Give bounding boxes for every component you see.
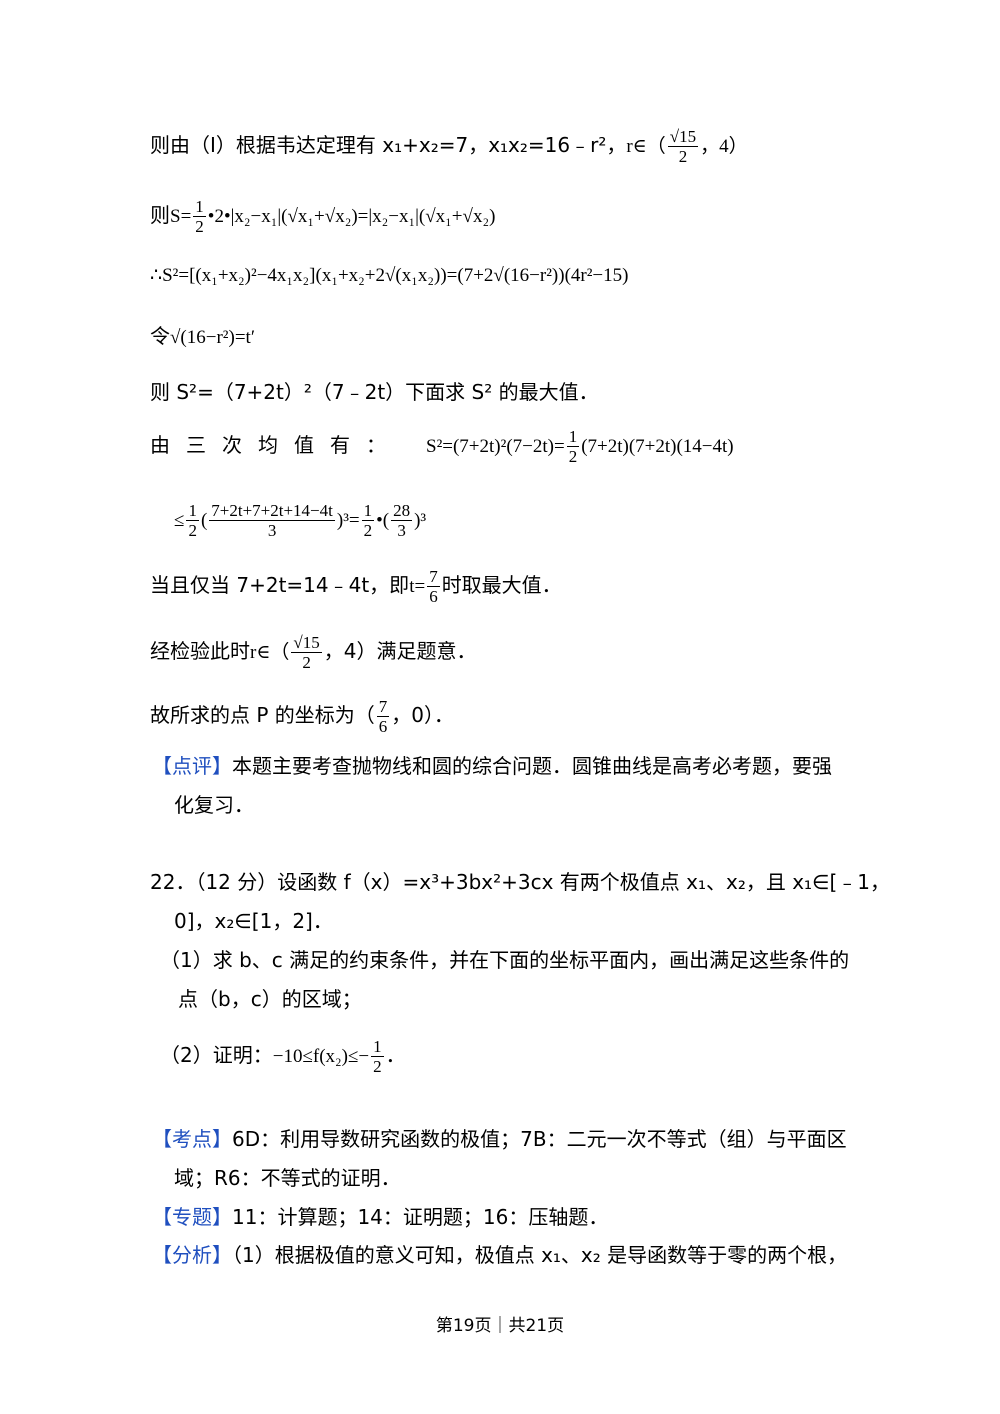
area-expression: •2•|x₂−x₁|(√x₁+√x₂)=|x₂−x₁|(√x₁+√x₂) (207, 206, 496, 227)
answer-text: 故所求的点 P 的坐标为（ (150, 703, 375, 727)
review-text: 本题主要考查抛物线和圆的综合问题．圆锥曲线是高考必考题，要强 (232, 754, 832, 778)
answer-tail: ，0）． (391, 703, 455, 727)
review-line-2: 化复习． (174, 795, 254, 815)
substitution-line: 令√(16−r²)=t′ (150, 326, 255, 347)
fraction-denominator: 3 (267, 521, 277, 540)
part-2-expression: −10≤f(x₂)≤− (272, 1046, 370, 1067)
kaodian-line-2: 域；R6：不等式的证明． (174, 1168, 401, 1188)
fraction-denominator: 2 (363, 521, 373, 540)
fraction-numerator: 7 (376, 697, 390, 717)
check-tail: ，4）满足题意． (323, 639, 477, 663)
fenxi-tag: 【分析】 (152, 1243, 232, 1267)
leq-sign: ≤ (174, 510, 185, 531)
cube-close: )³ (414, 510, 427, 531)
fraction-numerator: 1 (186, 501, 199, 521)
review-line: 【点评】本题主要考查抛物线和圆的综合问题．圆锥曲线是高考必考题，要强 (152, 756, 832, 776)
review-text-2: 化复习． (174, 793, 254, 817)
prefix-text: 令 (150, 324, 170, 348)
fraction-numerator: 1 (193, 197, 206, 217)
cube-equals: )³= (336, 510, 360, 531)
page-footer: 第19页｜共21页 (435, 1316, 565, 1336)
equality-tail: 时取最大值． (441, 573, 562, 597)
fraction-denominator: 2 (678, 147, 688, 166)
s-squared-line: ∴S²=[(x₁+x₂)²−4x₁x₂](x₁+x₂+2√(x₁x₂))=(7+… (150, 264, 628, 285)
vieta-text: 则由（I）根据韦达定理有 x₁+x₂=7，x₁x₂=16﹣r²， (150, 133, 627, 157)
fraction-denominator: 2 (302, 653, 311, 672)
fraction-denominator: 2 (568, 447, 578, 466)
question-22-part-1: （1）求 b、c 满足的约束条件，并在下面的坐标平面内，画出满足这些条件的 (160, 950, 849, 970)
fraction-denominator: 6 (429, 587, 438, 606)
zhuanti-text: 11：计算题；14：证明题；16：压轴题． (232, 1205, 609, 1229)
fraction-denominator: 2 (195, 217, 204, 236)
fraction-numerator: 7+2t+7+2t+14−4t (209, 501, 335, 521)
part-2-end: ． (385, 1043, 406, 1067)
fraction-numerator: 28 (391, 501, 413, 521)
part-2-text: （2）证明： (160, 1043, 273, 1067)
review-tag: 【点评】 (152, 754, 232, 778)
fraction-denominator: 2 (188, 521, 197, 540)
t-equals: t= (409, 576, 426, 597)
part-1-text: （1）求 b、c 满足的约束条件，并在下面的坐标平面内，画出满足这些条件的 (160, 948, 850, 972)
fraction-denominator: 3 (397, 521, 406, 540)
am-gm-expression-a: S²=(7+2t)²(7−2t)= (426, 436, 565, 457)
prefix-text: 则 (150, 203, 170, 227)
am-gm-expression-b: (7+2t)(7+2t)(14−4t) (581, 436, 734, 457)
open-paren: ( (200, 510, 208, 531)
question-22-line: 22．（12 分）设函数 f（x）=x³+3bx²+3cx 有两个极值点 x₁、… (150, 872, 890, 892)
fraction-numerator: 7 (427, 567, 440, 587)
zhuanti-tag: 【专题】 (152, 1205, 232, 1229)
kaodian-line: 【考点】6D：利用导数研究函数的极值；7B：二元一次不等式（组）与平面区 (152, 1129, 847, 1149)
kaodian-tag: 【考点】 (152, 1127, 232, 1151)
fraction-denominator: 2 (373, 1057, 382, 1076)
s-equals: S= (170, 206, 192, 227)
substitution-expression: √(16−r²)=t′ (170, 327, 255, 348)
question-22-text: 22．（12 分）设函数 f（x）=x³+3bx²+3cx 有两个极值点 x₁、… (150, 870, 891, 894)
max-value-text: 则 S²=（7+2t）²（7﹣2t）下面求 S² 的最大值． (150, 380, 599, 404)
zhuanti-line: 【专题】11：计算题；14：证明题；16：压轴题． (152, 1207, 608, 1227)
r-range-close: ，4） (700, 136, 748, 157)
fraction-numerator: 1 (566, 427, 580, 447)
fraction-denominator: 6 (378, 717, 388, 736)
r-range-open: r∈（ (250, 642, 290, 663)
fenxi-line: 【分析】（1）根据极值的意义可知，极值点 x₁、x₂ 是导函数等于零的两个根， (152, 1245, 847, 1265)
question-22-line-2: 0]，x₂∈[1，2]． (174, 911, 333, 931)
fraction-numerator: 1 (361, 501, 375, 521)
equality-text: 当且仅当 7+2t=14﹣4t，即 (150, 573, 410, 597)
part-1-text-2: 点（b，c）的区域； (178, 987, 362, 1011)
fraction-numerator: √15 (667, 127, 699, 147)
fraction-numerator: 1 (371, 1037, 384, 1057)
fenxi-text: （1）根据极值的意义可知，极值点 x₁、x₂ 是导函数等于零的两个根， (232, 1243, 848, 1267)
check-text: 经检验此时 (150, 639, 250, 663)
r-range-open: r∈（ (626, 136, 666, 157)
fraction-numerator: √15 (291, 633, 322, 653)
question-22-part-1-cont: 点（b，c）的区域； (178, 989, 362, 1009)
am-gm-label: 由三次均值有： (150, 433, 402, 457)
s-squared-expression: ∴S²=[(x₁+x₂)²−4x₁x₂](x₁+x₂+2√(x₁x₂))=(7+… (150, 265, 629, 286)
kaodian-text-2: 域；R6：不等式的证明． (174, 1166, 401, 1190)
kaodian-text: 6D：利用导数研究函数的极值；7B：二元一次不等式（组）与平面区 (232, 1127, 847, 1151)
dot-paren: •( (376, 510, 390, 531)
max-value-line: 则 S²=（7+2t）²（7﹣2t）下面求 S² 的最大值． (150, 382, 599, 402)
question-22-text-2: 0]，x₂∈[1，2]． (174, 909, 333, 933)
